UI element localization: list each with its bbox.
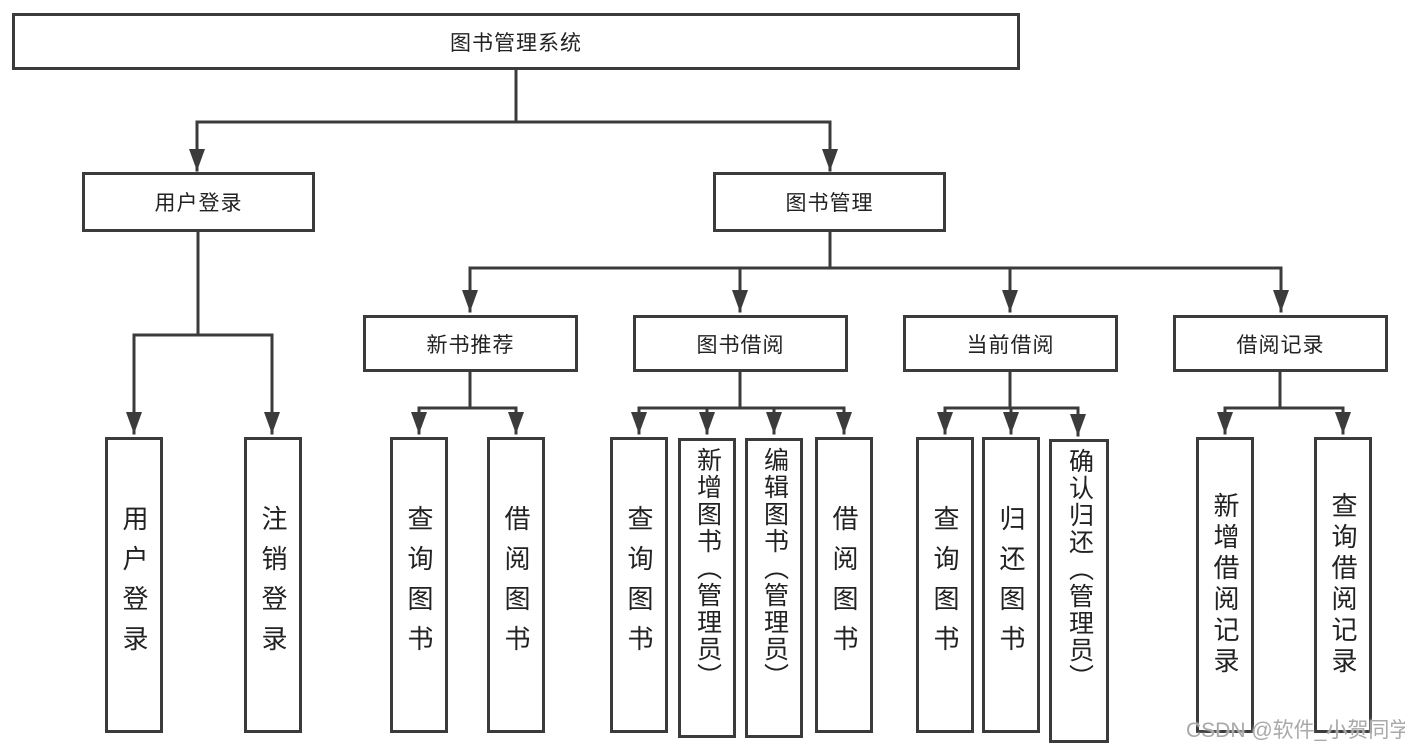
node-library-management-system: 图书管理系统 — [12, 13, 1020, 70]
watermark: CSDN @软件_小贺同学 — [1186, 719, 1405, 742]
node-edit-books-admin: 编辑图书（管理员） — [745, 438, 803, 738]
node-borrowing-records: 借阅记录 — [1173, 315, 1388, 372]
node-borrow-books-1: 借阅图书 — [487, 437, 545, 733]
node-return-books: 归还图书 — [982, 437, 1040, 733]
node-query-books-2: 查询图书 — [610, 437, 668, 733]
node-user-login: 用户登录 — [82, 172, 315, 232]
node-new-book-recommendation: 新书推荐 — [363, 315, 578, 372]
node-query-books-3: 查询图书 — [916, 437, 974, 733]
node-current-borrowing: 当前借阅 — [903, 315, 1118, 372]
node-book-management: 图书管理 — [713, 172, 946, 232]
node-add-books-admin: 新增图书（管理员） — [678, 438, 736, 738]
node-user-login-leaf: 用户登录 — [105, 437, 163, 733]
node-logout-leaf: 注销登录 — [244, 437, 302, 733]
node-borrow-books-2: 借阅图书 — [815, 437, 873, 733]
node-add-borrow-record: 新增借阅记录 — [1196, 437, 1254, 733]
node-book-borrowing: 图书借阅 — [633, 315, 848, 372]
node-query-books-1: 查询图书 — [390, 437, 448, 733]
node-query-borrow-record: 查询借阅记录 — [1314, 437, 1372, 733]
node-confirm-return-admin: 确认归还（管理员） — [1049, 439, 1109, 743]
